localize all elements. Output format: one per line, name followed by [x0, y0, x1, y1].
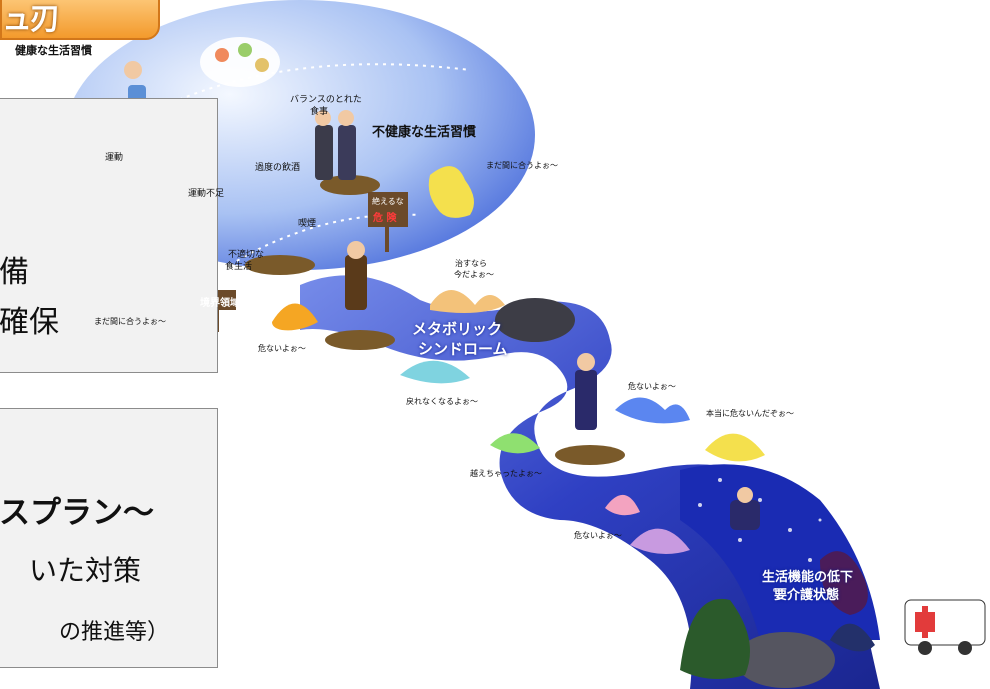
label-danger-2: 危 険: [373, 213, 397, 224]
label-balanced-1: バランスのとれた: [290, 95, 362, 105]
bubble-4a: 治すなら: [455, 259, 487, 268]
ambulance-icon: [904, 599, 986, 655]
label-unhealthy: 不健康な生活習慣: [372, 125, 477, 140]
box-bottom-line2: いた対策: [29, 554, 142, 587]
bubble-4b: 今だよぉ〜: [454, 270, 494, 279]
title-tab: ュ刃: [0, 0, 160, 40]
box-top-line1: 備: [0, 255, 29, 290]
bubble-8: 越えちゃったよぉ〜: [470, 469, 542, 478]
label-diet-1: 不適切な: [228, 250, 265, 260]
bubble-5: 戻れなくなるよぉ〜: [406, 397, 478, 406]
label-lack-exercise: 運動不足: [188, 189, 225, 199]
box-bottom-line1: スプラン〜: [0, 495, 154, 531]
info-box-top: 備 確保: [0, 98, 218, 373]
label-metabolic-1: メタボリック: [412, 320, 503, 338]
label-healthy: 健康な生活習慣: [15, 44, 92, 57]
label-decline-1: 生活機能の低下: [762, 570, 854, 585]
label-exercise: 運動: [105, 153, 124, 163]
bubble-9: 危ないよぉ〜: [574, 531, 622, 540]
label-boundary: 境界領域: [200, 298, 240, 309]
bubble-1: まだ間に合うよぉ〜: [486, 161, 558, 170]
label-decline-2: 要介護状態: [774, 588, 840, 603]
bubble-6: 危ないよぉ〜: [628, 382, 676, 391]
title-tab-label: ュ刃: [2, 2, 60, 37]
bubble-3: 危ないよぉ〜: [258, 344, 306, 353]
label-balanced-2: 食事: [310, 107, 329, 117]
info-box-bottom: スプラン〜 いた対策 の推進等）: [0, 408, 218, 668]
river: [300, 275, 880, 689]
label-smoking: 喫煙: [298, 219, 317, 229]
bubble-2: まだ間に合うよぉ〜: [94, 317, 166, 326]
bubble-7: 本当に危ないんだぞぉ〜: [706, 409, 794, 418]
box-bottom-line3: の推進等）: [59, 620, 170, 645]
label-danger-1: 絶えるな: [372, 197, 404, 206]
label-diet-2: 食生活: [225, 262, 253, 272]
label-drinking: 過度の飲酒: [255, 163, 301, 173]
label-metabolic-2: シンドローム: [418, 340, 508, 358]
box-top-line2: 確保: [0, 305, 59, 340]
